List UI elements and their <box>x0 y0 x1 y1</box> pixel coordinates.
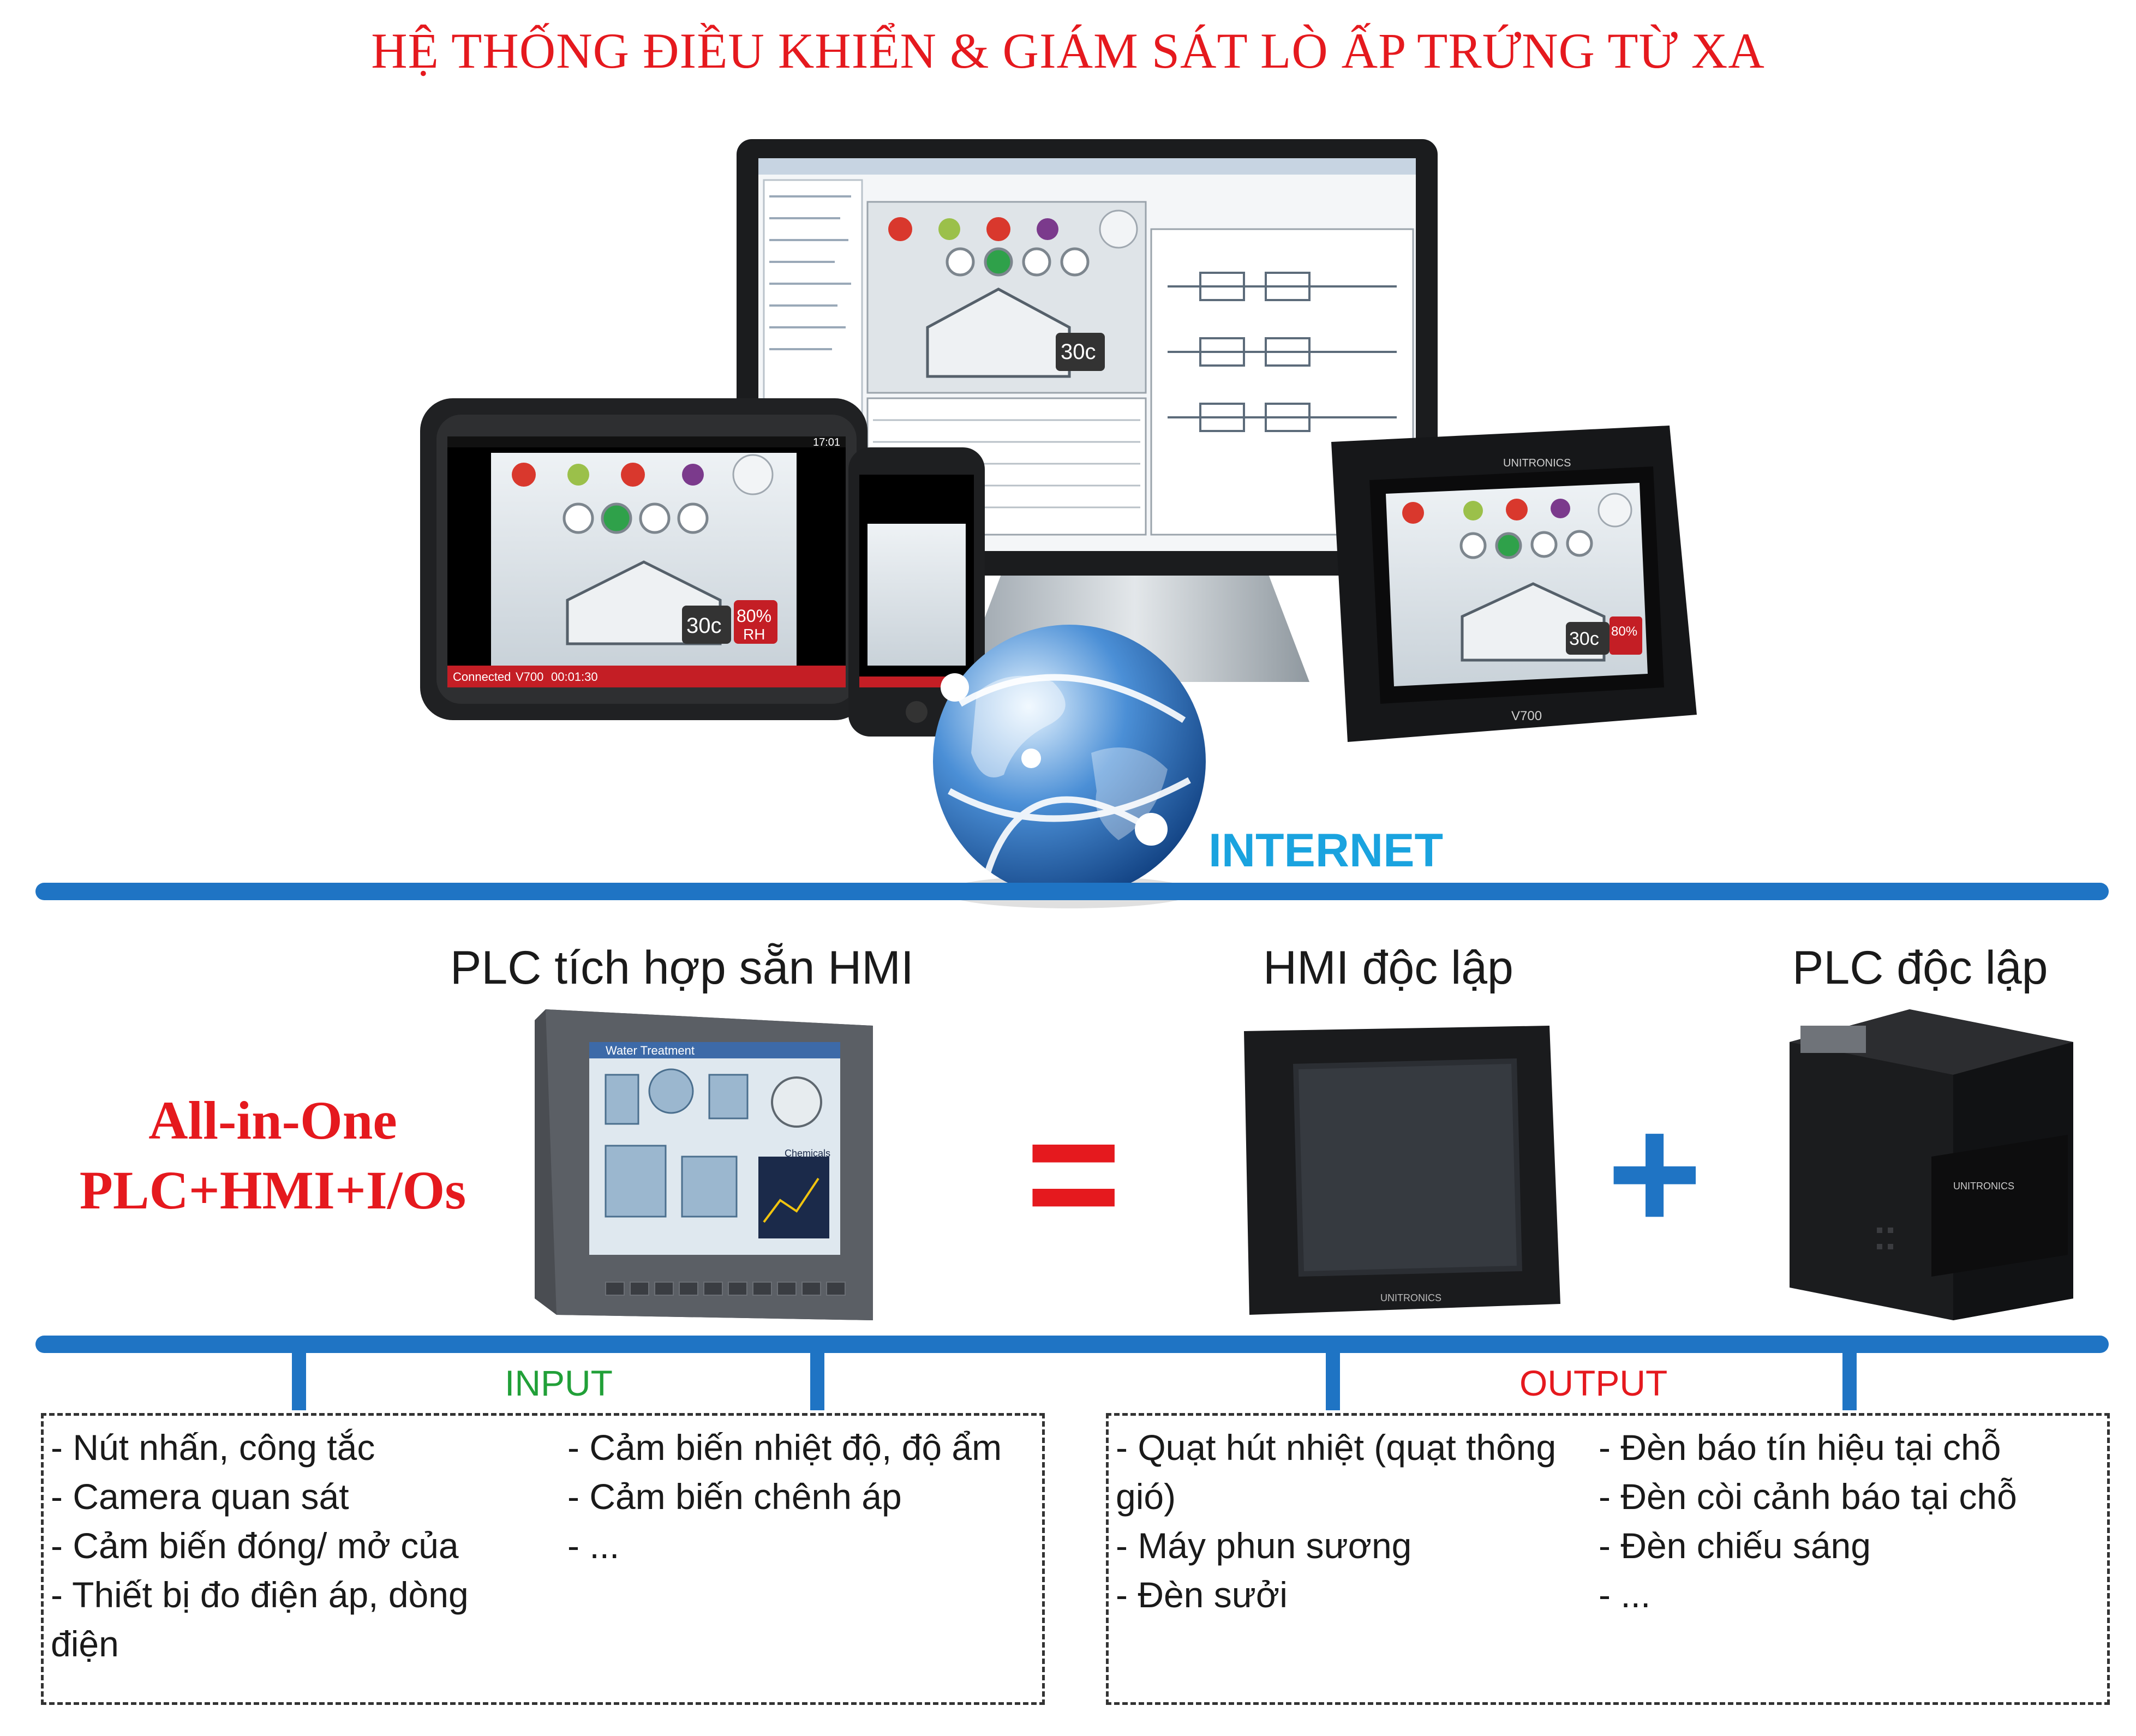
list-item: - Đèn báo tín hiệu tại chỗ <box>1599 1427 2001 1468</box>
all-in-one-label: All-in-One PLC+HMI+I/Os <box>33 1086 513 1225</box>
list-item: - Cảm biến nhiệt độ, độ ẩm <box>567 1427 1002 1468</box>
list-item: - ... <box>567 1525 620 1566</box>
input-label: INPUT <box>505 1363 613 1403</box>
list-item: - Thiết bị đo điện áp, dòng <box>51 1575 469 1615</box>
tablet-status: Connected <box>453 670 511 684</box>
output-label: OUTPUT <box>1519 1363 1668 1403</box>
plc-device: UNITRONICS <box>1790 1009 2073 1320</box>
input-box <box>41 1413 1045 1705</box>
io-bus <box>35 1336 2109 1353</box>
list-item: - Cảm biến chênh áp <box>567 1476 902 1517</box>
output-box <box>1106 1413 2110 1705</box>
tablet-rh-text: RH <box>743 626 765 643</box>
list-item: - Đèn sưởi <box>1116 1575 1288 1615</box>
hmi-humidity-text: 80% <box>1611 624 1637 639</box>
hmi-label: HMI độc lập <box>1263 942 1513 994</box>
hmi-model-text: V700 <box>1511 709 1542 723</box>
hmi-temp-text: 30c <box>1569 628 1599 649</box>
network-bus-top <box>35 883 2109 900</box>
list-item: - Cảm biến đóng/ mở của <box>51 1525 459 1566</box>
all-in-one-line2: PLC+HMI+I/Os <box>79 1160 466 1220</box>
all-in-one-line1: All-in-One <box>148 1090 397 1151</box>
list-item: - Máy phun sương <box>1116 1525 1412 1566</box>
smartphone <box>848 447 985 737</box>
desktop-monitor: 30c <box>737 139 1438 682</box>
output-bus-stub-left <box>1326 1348 1340 1410</box>
hmi-device: UNITRONICS <box>1244 1026 1560 1315</box>
list-item: - Camera quan sát <box>51 1476 349 1517</box>
plus-sign: + <box>1607 1081 1703 1265</box>
list-item: - Đèn còi cảnh báo tại chỗ <box>1599 1476 2017 1517</box>
tablet-timer: 00:01:30 <box>551 670 598 684</box>
input-bus-stub-left <box>292 1348 306 1410</box>
hmi-device-brand: UNITRONICS <box>1380 1292 1441 1303</box>
tablet-clock: 17:01 <box>813 436 840 448</box>
list-item: - Đèn chiếu sáng <box>1599 1525 1871 1566</box>
output-bus-stub-right <box>1842 1348 1857 1410</box>
hmi-brand-text: UNITRONICS <box>1503 457 1571 469</box>
list-item: - ... <box>1599 1575 1651 1615</box>
plc-hmi-label: PLC tích hợp sẵn HMI <box>450 942 914 994</box>
input-bus-stub-right <box>810 1348 824 1410</box>
remote-devices-illustration: 30c 17:01 Connected V700 00:01:30 30c 80… <box>420 139 1697 908</box>
input-list-2: - Cảm biến nhiệt độ, độ ẩm - Cảm biến ch… <box>567 1423 1002 1570</box>
tablet-humidity-text: 80% <box>737 606 771 626</box>
hmi-panel-v700: 30c 80% UNITRONICS V700 <box>1331 426 1697 742</box>
plc-label: PLC độc lập <box>1792 942 2048 994</box>
output-list-2: - Đèn báo tín hiệu tại chỗ - Đèn còi cản… <box>1599 1423 2017 1619</box>
list-item: - Nút nhấn, công tắc <box>51 1427 375 1468</box>
chemicals-text: Chemicals <box>785 1148 830 1159</box>
water-treatment-text: Water Treatment <box>606 1044 695 1057</box>
input-list-1: - Nút nhấn, công tắc - Camera quan sát -… <box>51 1423 469 1668</box>
output-list-1: - Quạt hút nhiệt (quạt thông gió) - Máy … <box>1116 1423 1556 1619</box>
tablet-model: V700 <box>516 670 543 684</box>
plc-hmi-device: Water Treatment Chemicals <box>535 1009 873 1320</box>
tablet-temp-text: 30c <box>686 614 722 638</box>
internet-label: INTERNET <box>1208 824 1443 877</box>
page-title: HỆ THỐNG ĐIỀU KHIỂN & GIÁM SÁT LÒ ẤP TRỨ… <box>371 23 1765 79</box>
list-item: - Quạt hút nhiệt (quạt thông <box>1116 1427 1557 1468</box>
tablet: 17:01 Connected V700 00:01:30 30c 80% RH <box>420 398 867 720</box>
monitor-temp-text: 30c <box>1061 340 1096 364</box>
list-item: gió) <box>1116 1476 1176 1517</box>
equals-sign: = <box>1026 1081 1122 1265</box>
globe-icon <box>933 625 1206 908</box>
list-item: điện <box>51 1624 119 1664</box>
plc-device-brand: UNITRONICS <box>1953 1181 2014 1192</box>
